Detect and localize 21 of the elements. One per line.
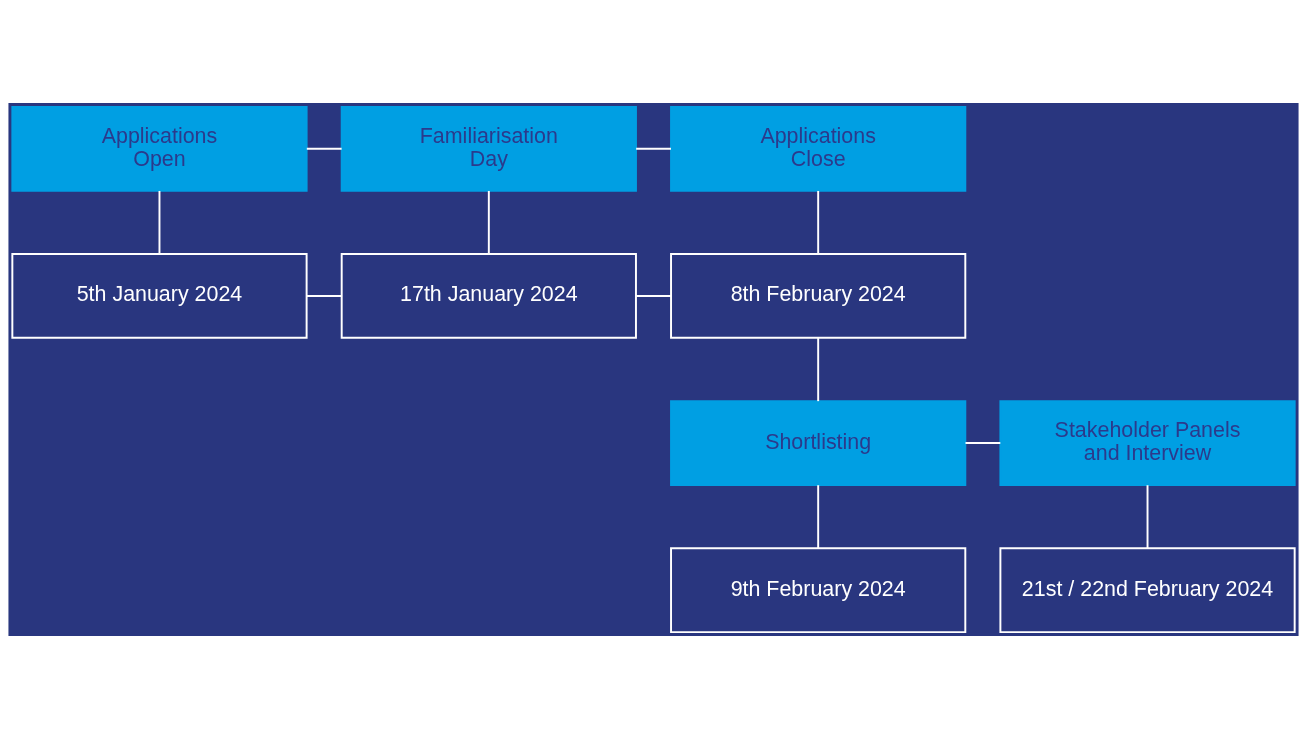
connector [158, 189, 161, 255]
connector [305, 294, 343, 297]
node-box: 8th February 2024 [670, 252, 967, 339]
node-box: Applications Open [11, 105, 308, 192]
node-box: Familiarisation Day [340, 105, 637, 192]
connector [635, 147, 672, 150]
connector [487, 189, 490, 255]
connector [1146, 483, 1149, 549]
connector [635, 294, 672, 297]
connector [817, 336, 820, 402]
node-box: Shortlisting [670, 399, 967, 486]
connector [964, 441, 1002, 444]
connector [817, 189, 820, 255]
connector [305, 147, 343, 150]
node-box: 5th January 2024 [11, 252, 308, 339]
node-box: Applications Close [670, 105, 967, 192]
node-box: Stakeholder Panels and Interview [999, 399, 1296, 486]
node-box: 21st / 22nd February 2024 [999, 546, 1296, 633]
connector [817, 483, 820, 549]
node-box: 17th January 2024 [340, 252, 637, 339]
node-box: 9th February 2024 [670, 546, 967, 633]
